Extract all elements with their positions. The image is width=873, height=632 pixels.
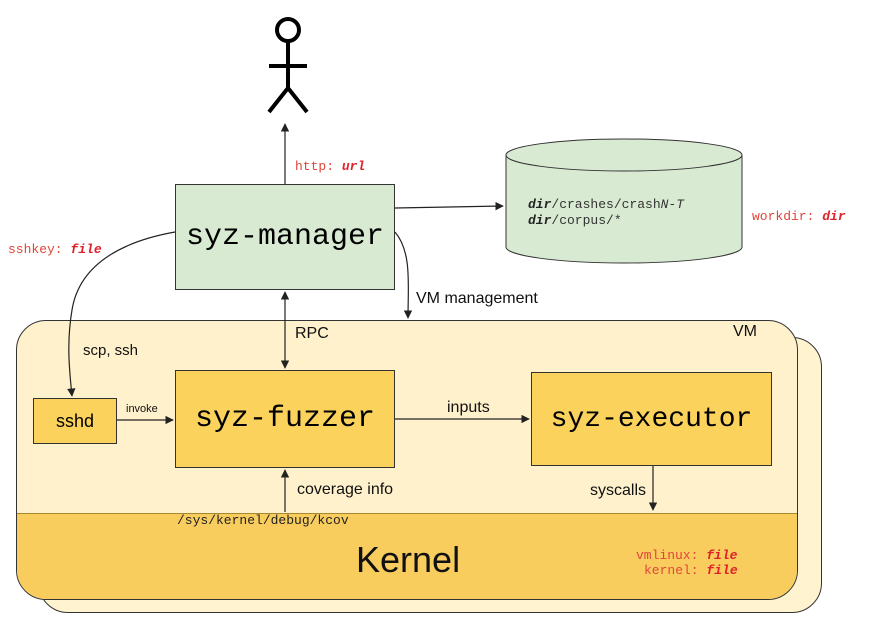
invoke-label: invoke <box>126 403 158 415</box>
vm-management-label: VM management <box>416 290 538 307</box>
syscalls-label: syscalls <box>590 482 647 499</box>
syz-fuzzer-label: syz-fuzzer <box>194 402 376 436</box>
sshkey-key: sshkey: <box>8 242 71 257</box>
workdir-database-icon <box>505 138 743 264</box>
crashes-path-rest: /crashes/crash <box>551 197 661 212</box>
kcov-path-label: /sys/kernel/debug/kcov <box>177 513 349 528</box>
workdir-contents: dir/crashes/crashN-T dir/corpus/* <box>528 197 684 229</box>
kernel-label: Kernel <box>356 539 461 580</box>
vmlinux-key: vmlinux: <box>636 548 707 563</box>
rpc-label: RPC <box>295 325 329 342</box>
syz-manager-label: syz-manager <box>185 220 385 254</box>
workdir-arrow <box>394 201 504 211</box>
vm-management-arrow <box>394 231 413 319</box>
scp-ssh-arrow <box>67 231 176 397</box>
syz-executor-box: syz-executor <box>531 372 772 466</box>
kernel-config-label: kernel: file <box>644 564 738 577</box>
vmlinux-value: file <box>706 548 738 563</box>
crashes-path-suffix: N-T <box>660 197 685 212</box>
workdir-value: dir <box>822 209 846 224</box>
sshkey-config-label: sshkey: file <box>8 243 102 256</box>
http-config-label: http: url <box>295 160 365 173</box>
http-key: http: <box>295 159 342 174</box>
coverage-info-label: coverage info <box>297 481 394 498</box>
sshd-box: sshd <box>33 398 117 444</box>
syz-fuzzer-box: syz-fuzzer <box>175 370 395 468</box>
syz-manager-box: syz-manager <box>175 184 395 290</box>
kernel-value: file <box>706 563 738 578</box>
kernel-key: kernel: <box>644 563 707 578</box>
scp-ssh-label: scp, ssh <box>83 342 139 359</box>
corpus-dir-token: dir <box>528 213 552 228</box>
http-value: url <box>341 159 366 174</box>
workdir-key: workdir: <box>752 209 823 224</box>
user-stick-figure-icon <box>267 17 309 114</box>
crashes-path: dir/crashes/crashN-T <box>528 197 684 213</box>
workdir-config-label: workdir: dir <box>752 210 846 223</box>
crashes-dir-token: dir <box>528 197 552 212</box>
vm-label: VM <box>733 323 757 340</box>
inputs-label: inputs <box>447 399 490 416</box>
sshkey-value: file <box>70 242 102 257</box>
corpus-path: dir/corpus/* <box>528 213 684 229</box>
kernel-region <box>17 513 797 599</box>
corpus-path-rest: /corpus/* <box>551 213 622 228</box>
vmlinux-config-label: vmlinux: file <box>636 549 737 562</box>
syz-executor-label: syz-executor <box>550 403 753 435</box>
sshd-label: sshd <box>55 410 95 431</box>
